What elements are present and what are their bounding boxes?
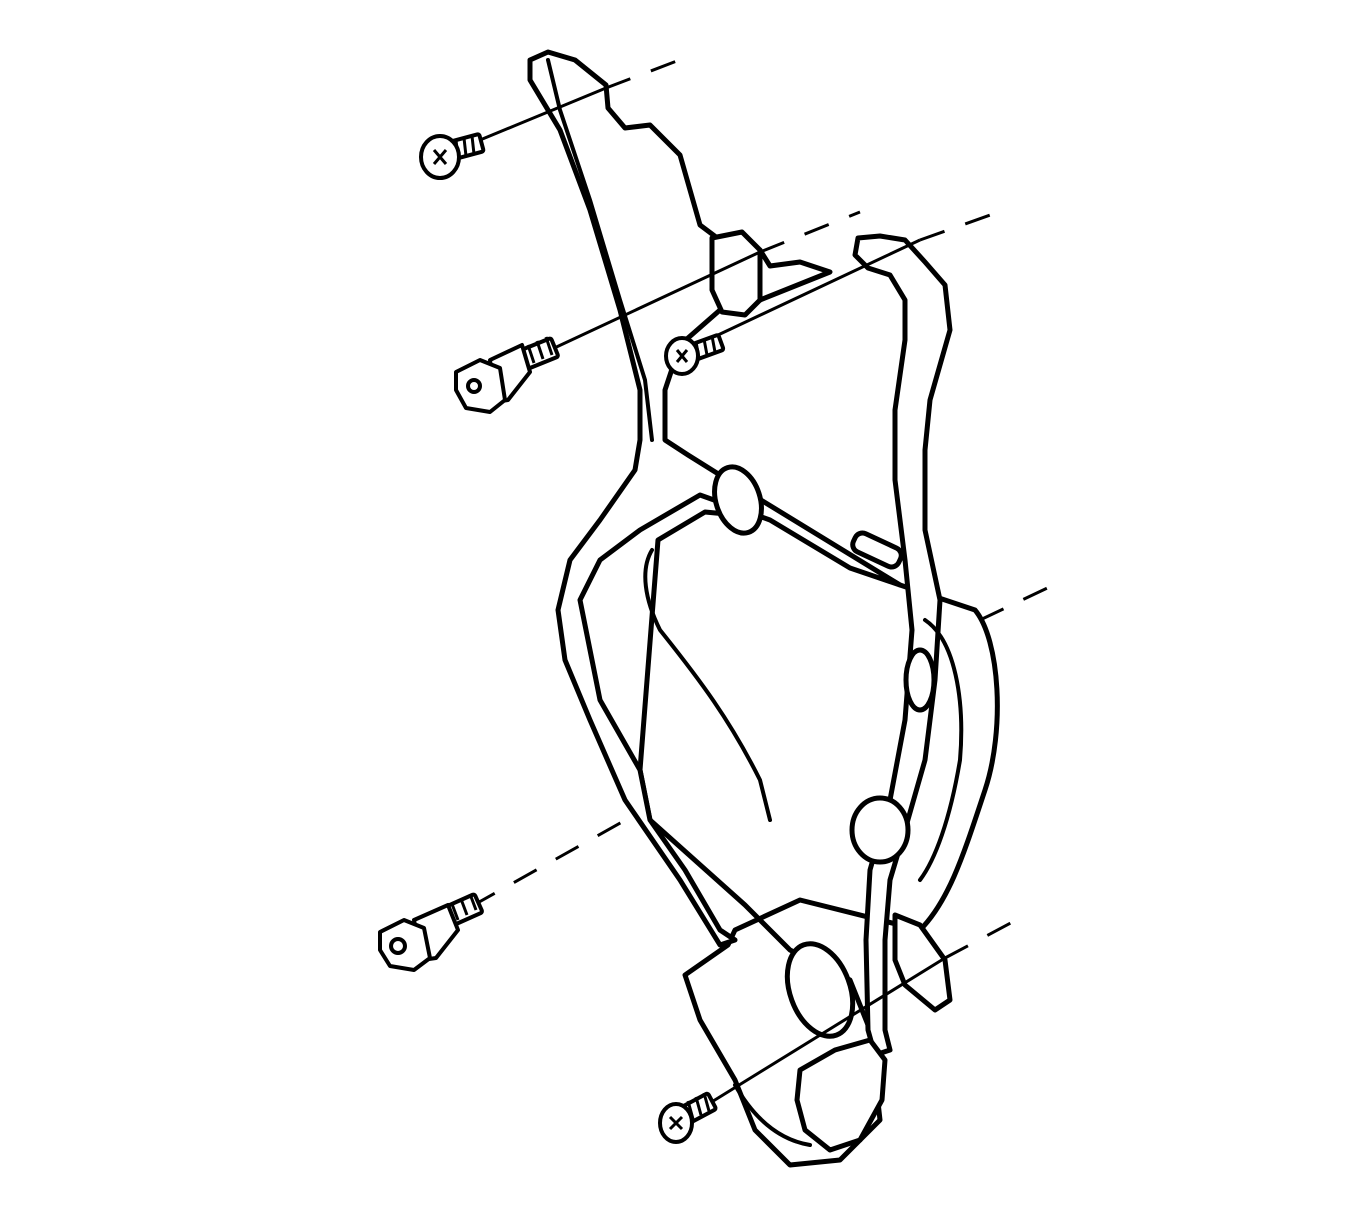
upper-center-stud (454, 336, 560, 414)
upper-center-stud-thread (526, 336, 554, 364)
bracket-slot-upper (712, 464, 764, 536)
bracket-frame (527, 49, 1000, 1168)
axis-solid-upper-right (717, 238, 921, 337)
upper-right-screw (664, 333, 726, 376)
axis-line-lower-right (944, 916, 1021, 960)
bracket-upper-tab (709, 229, 763, 318)
lower-left-stud-hole (389, 937, 407, 955)
lower-right-screw (658, 1091, 718, 1144)
bracket-slot-lower (784, 941, 856, 1039)
bracket-inner-contour-left (546, 58, 654, 442)
bracket-boss-right (849, 795, 911, 865)
lower-right-screw-recess (668, 1115, 684, 1131)
upper-left-screw-recess (432, 149, 448, 165)
axis-solid-top-left (479, 86, 607, 142)
axis-line-upper-center (759, 210, 861, 254)
bracket-slot-right (903, 647, 937, 713)
bracket-inner-contour-bottom (733, 1083, 812, 1147)
bracket-slot-small (850, 530, 904, 570)
upper-left-screw (419, 132, 486, 180)
exploded-axis-lines-solid (479, 86, 946, 1105)
axis-line-lower-left (471, 810, 641, 908)
axis-line-upper-right (919, 206, 1011, 242)
axis-solid-upper-center (549, 250, 761, 352)
bracket-inner-contour-right (918, 618, 964, 882)
upper-center-stud-hole (466, 378, 482, 394)
bracket-bottom-strap (794, 1037, 888, 1153)
bracket-inner-contour-center (643, 548, 772, 822)
upper-right-screw-recess (675, 349, 689, 363)
axis-line-mid-right (979, 580, 1061, 622)
lower-left-stud (378, 892, 484, 972)
bracket-lower-clip (892, 912, 953, 1013)
axis-line-top-left (605, 54, 691, 90)
axis-solid-lower-right (709, 956, 946, 1105)
lower-left-stud-thread (450, 893, 478, 921)
